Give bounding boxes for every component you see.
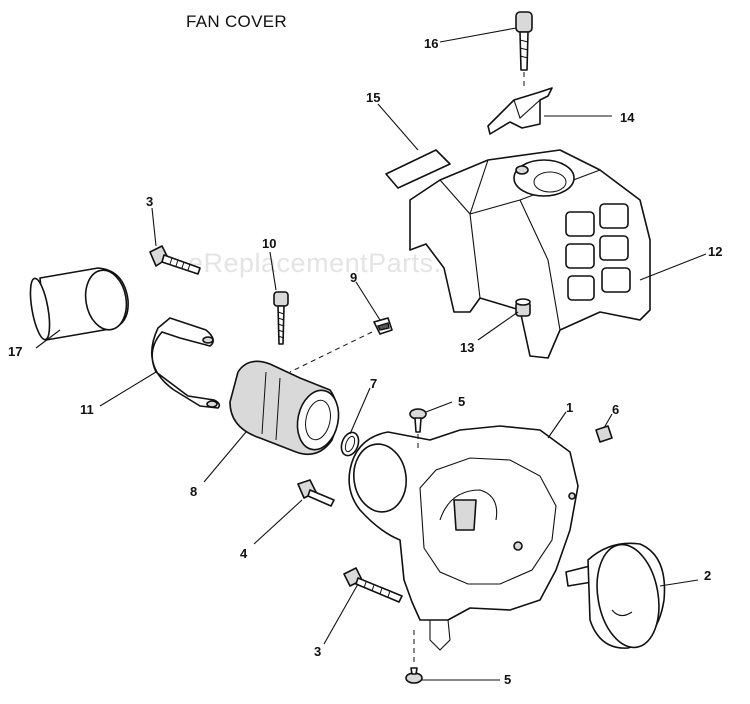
part-11-bracket bbox=[150, 317, 221, 409]
part-7-oring bbox=[340, 431, 360, 457]
part-9-clip bbox=[373, 317, 393, 335]
callout-11: 11 bbox=[80, 402, 94, 417]
part-13-nut bbox=[515, 298, 531, 317]
callout-8: 8 bbox=[190, 484, 197, 499]
callout-numbers: 16 14 15 12 13 3 10 9 17 11 8 7 5 1 6 4 … bbox=[8, 36, 722, 687]
callout-17: 17 bbox=[8, 344, 22, 359]
callout-15: 15 bbox=[366, 90, 380, 105]
part-17-tube bbox=[29, 267, 129, 341]
part-3-bolt-upper bbox=[149, 245, 201, 275]
alignment-line-9-8 bbox=[289, 331, 373, 373]
part-15-label bbox=[385, 149, 451, 189]
part-6-nut bbox=[595, 425, 613, 443]
callout-3-upper: 3 bbox=[146, 194, 153, 209]
callout-2: 2 bbox=[704, 568, 711, 583]
part-2-fan bbox=[565, 542, 666, 649]
part-10-screw bbox=[273, 291, 289, 345]
callout-16: 16 bbox=[424, 36, 438, 51]
part-12-cover bbox=[409, 149, 651, 359]
callout-10: 10 bbox=[262, 236, 276, 251]
callout-5-lower: 5 bbox=[504, 672, 511, 687]
part-3-bolt-lower bbox=[343, 567, 403, 603]
callout-9: 9 bbox=[350, 270, 357, 285]
part-4-bolt bbox=[297, 479, 335, 507]
callout-12: 12 bbox=[708, 244, 722, 259]
callout-13: 13 bbox=[460, 340, 474, 355]
leader-lines bbox=[35, 27, 707, 681]
callout-7: 7 bbox=[370, 376, 377, 391]
part-5-screw-lower bbox=[405, 630, 423, 684]
part-8-filter bbox=[229, 360, 340, 456]
part-16-bolt bbox=[515, 11, 533, 90]
callout-14: 14 bbox=[620, 110, 635, 125]
callout-3-lower: 3 bbox=[314, 644, 321, 659]
callout-6: 6 bbox=[612, 402, 619, 417]
part-1-housing bbox=[348, 425, 579, 651]
callout-4: 4 bbox=[240, 546, 248, 561]
part-14-latch bbox=[487, 87, 553, 135]
part-5-screw-upper bbox=[409, 408, 427, 452]
diagram-title: FAN COVER bbox=[186, 12, 287, 31]
callout-5-upper: 5 bbox=[458, 394, 465, 409]
callout-1: 1 bbox=[566, 400, 573, 415]
